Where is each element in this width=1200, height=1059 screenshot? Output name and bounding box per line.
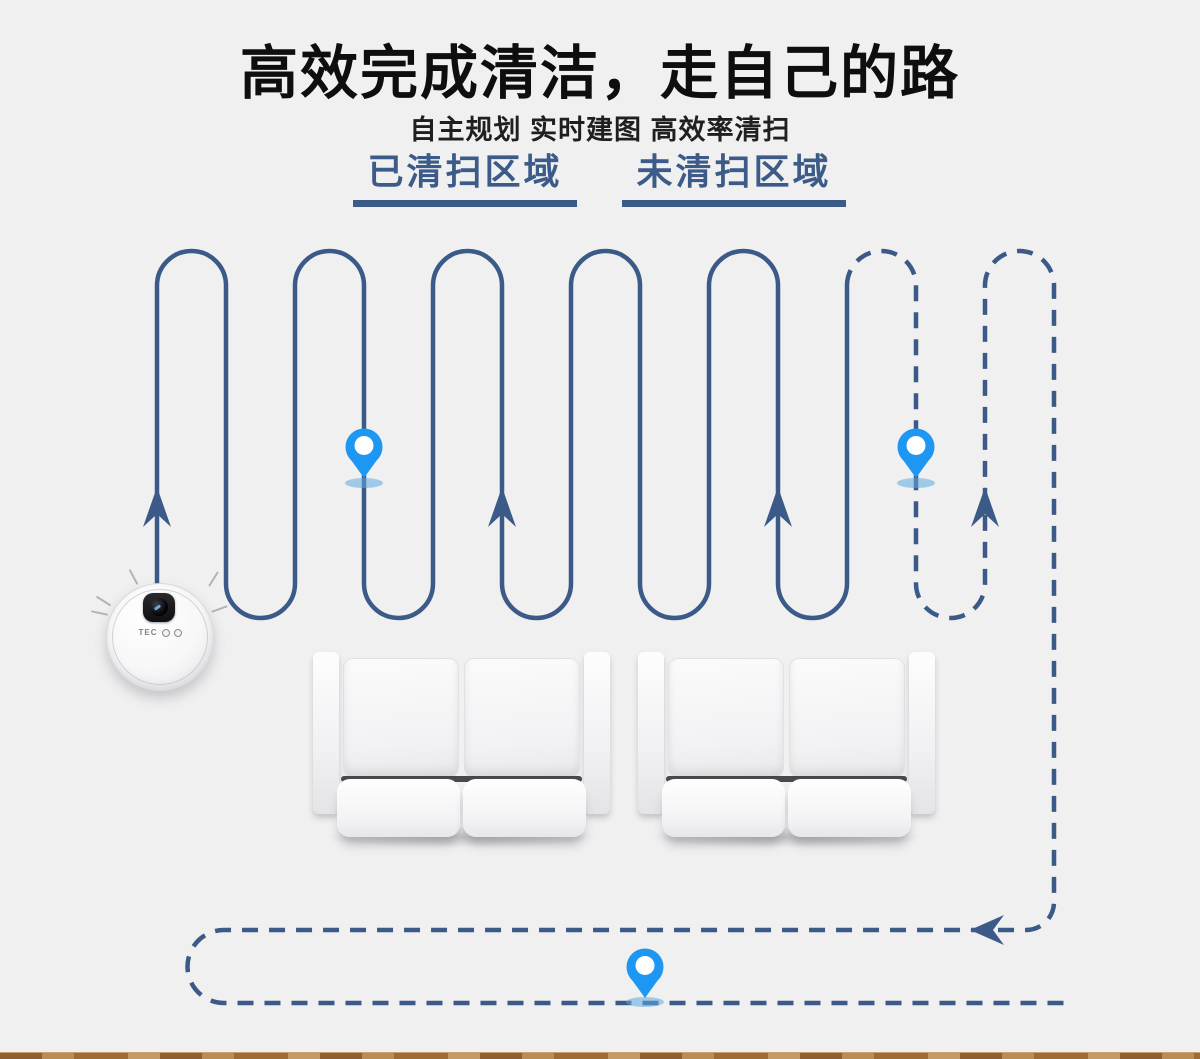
direction-arrow-up-icon xyxy=(143,487,171,527)
sofa-seam xyxy=(341,776,582,782)
sofa-seat-cushion xyxy=(788,779,911,837)
sofa-back-cushion xyxy=(789,658,905,778)
wood-floor-strip xyxy=(0,1052,1200,1059)
page-title: 高效完成清洁，走自己的路 xyxy=(239,41,960,106)
cleaned-path-line xyxy=(154,248,850,621)
sofa-seam xyxy=(666,776,907,782)
location-pin-icon xyxy=(897,428,935,488)
direction-arrow-up-icon xyxy=(764,487,792,527)
sofa-armrest xyxy=(909,652,935,814)
robot-brand-label: TEC xyxy=(138,628,158,637)
page-subtitle: 自主规划 实时建图 高效率清扫 xyxy=(409,115,791,145)
direction-arrow-left-icon xyxy=(970,915,1004,945)
robot-vacuum: TEC xyxy=(90,569,228,691)
camera-lens-icon xyxy=(150,598,168,616)
legend-cleaned-underline xyxy=(353,200,577,207)
sofa-armrest xyxy=(584,652,610,814)
direction-arrow-up-icon xyxy=(488,487,516,527)
sofa-seat-cushion xyxy=(337,779,460,837)
sofa-seat-cushion xyxy=(662,779,785,837)
sofa-back-cushion xyxy=(464,658,580,778)
robot-top-rim xyxy=(112,589,208,685)
direction-arrow-up-icon xyxy=(971,487,999,527)
uncleaned-path-line xyxy=(185,248,1064,1006)
legend-cleaned-label: 已清扫区域 xyxy=(367,151,563,192)
legend-uncleaned-underline xyxy=(622,200,846,207)
location-pin-icon xyxy=(626,948,664,1007)
legend-uncleaned-label: 未清扫区域 xyxy=(636,151,832,192)
robot-power-button-icon xyxy=(161,628,170,637)
legend-item-uncleaned: 未清扫区域 xyxy=(622,150,846,207)
sofa-left xyxy=(313,650,610,848)
sofa-armrest xyxy=(638,652,664,814)
lens-glint xyxy=(153,604,162,611)
robot-home-button-icon xyxy=(173,628,182,637)
legend-item-cleaned: 已清扫区域 xyxy=(353,150,577,207)
sofa-back-cushion xyxy=(668,658,784,778)
location-pin-icon xyxy=(345,428,383,488)
sofa-right xyxy=(638,650,935,848)
sofa-seat-cushion xyxy=(463,779,586,837)
sofa-back-cushion xyxy=(343,658,459,778)
robot-camera xyxy=(143,593,175,622)
sofa-armrest xyxy=(313,652,339,814)
